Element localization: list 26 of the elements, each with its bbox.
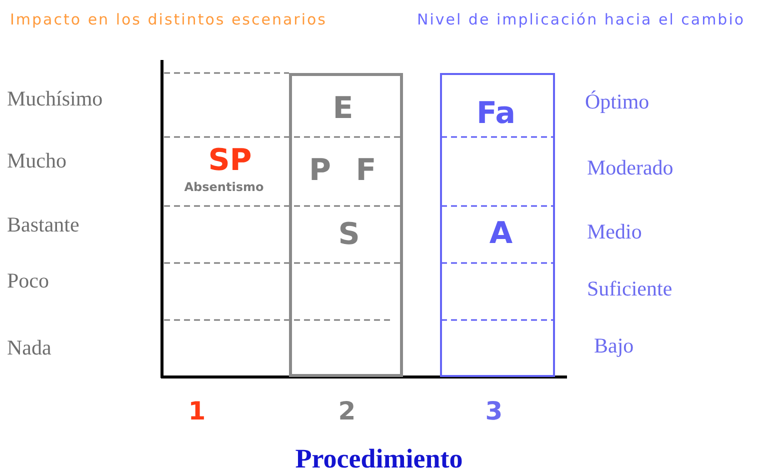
scale-label: Medio — [587, 222, 642, 242]
column-box — [289, 73, 403, 377]
column-number: 1 — [188, 398, 206, 424]
column-letter: A — [489, 219, 513, 249]
scale-label: Mucho — [7, 150, 66, 172]
scale-label: Moderado — [587, 158, 674, 178]
column-number: 3 — [485, 398, 503, 424]
scale-label: Bajo — [594, 336, 634, 356]
chart-heading: Impacto en los distintos escenarios — [10, 12, 327, 28]
column-number: 2 — [338, 398, 356, 424]
scale-label: Nada — [7, 338, 52, 358]
axis-title: Procedimiento — [295, 446, 463, 471]
column-letter: E — [332, 94, 354, 124]
scale-label: Bastante — [7, 214, 80, 236]
column-letter: F — [356, 156, 376, 186]
chart-heading: Nivel de implicación hacia el cambio — [417, 12, 746, 28]
column-letter: S — [338, 220, 360, 250]
scale-label: Suficiente — [587, 278, 672, 300]
scale-label: Óptimo — [585, 92, 650, 112]
scale-label: Muchísimo — [7, 88, 103, 110]
column-box — [440, 73, 555, 377]
marker-letters: SP — [208, 146, 252, 176]
scale-label: Poco — [7, 270, 49, 292]
column-letter: Fa — [476, 99, 516, 129]
marker-caption: Absentismo — [184, 181, 264, 193]
column-letter: P — [309, 156, 331, 186]
